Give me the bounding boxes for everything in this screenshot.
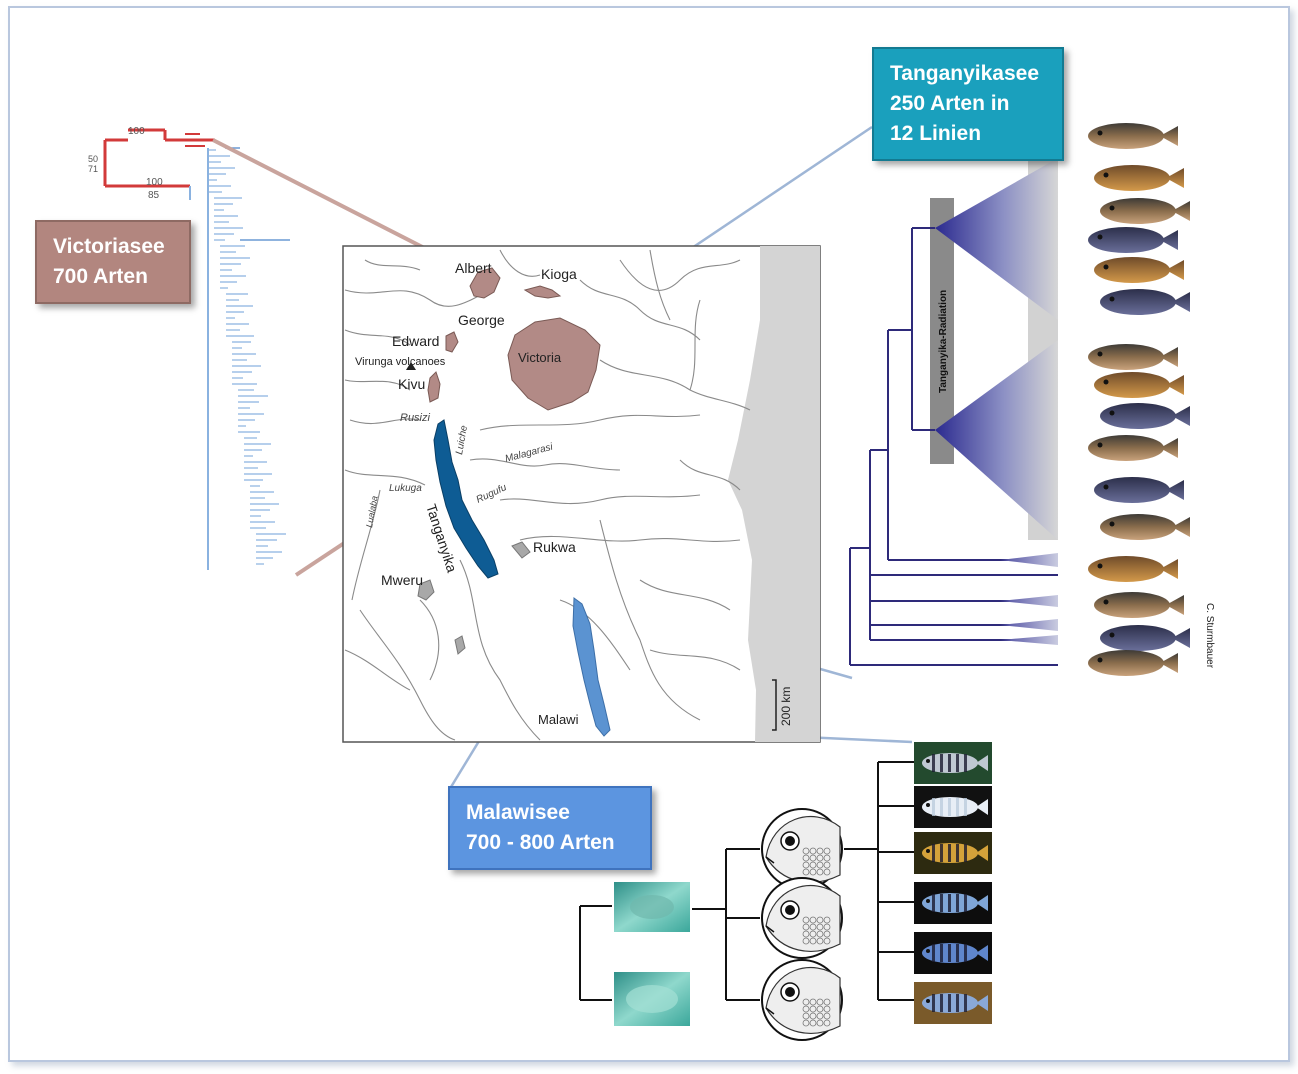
malawi-callout-title: Malawisee [466, 801, 570, 824]
clade-triangle [935, 158, 1058, 320]
fish-photo [914, 786, 992, 828]
lake-victoria [507, 317, 601, 411]
lake-small [454, 635, 466, 655]
label-luiche: Luiche [454, 424, 470, 455]
fish-photo [1100, 514, 1190, 540]
fish-head-drawings [761, 808, 843, 1041]
volcano-icon [406, 362, 416, 370]
fish-photo [1094, 257, 1184, 283]
fish-photo [914, 932, 992, 974]
radiation-label: Tanganyika-Radiation [938, 290, 949, 393]
victoria-callout: Victoriasee 700 Arten [35, 220, 191, 304]
fish-photo [1094, 592, 1184, 618]
fish-photo [1094, 372, 1184, 398]
label-george: George [458, 312, 505, 328]
fish-photo [1088, 123, 1178, 149]
east-africa-map: Albert Kioga George Edward Virunga volca… [342, 245, 821, 743]
victoria-callout-count: 700 Arten [53, 265, 148, 288]
fish-photo [914, 742, 992, 784]
fish-photo [1094, 165, 1184, 191]
malawi-callout: Malawisee 700 - 800 Arten [448, 786, 652, 870]
lake-tanganyika [433, 419, 499, 579]
malawi-callout-count: 700 - 800 Arten [466, 831, 615, 854]
fish-photo [1088, 344, 1178, 370]
fish-head-drawing [761, 877, 843, 959]
label-victoria: Victoria [518, 350, 562, 365]
fish-photo [1100, 198, 1190, 224]
label-rusizi: Rusizi [400, 412, 431, 424]
label-kioga: Kioga [541, 266, 577, 282]
fish-photo [914, 832, 992, 874]
label-mweru: Mweru [381, 572, 423, 588]
support-value: 50 [88, 154, 98, 164]
lake-rukwa [511, 541, 531, 559]
fish-photo [1088, 435, 1178, 461]
fish-photo [1100, 289, 1190, 315]
label-rukwa: Rukwa [533, 539, 576, 555]
victoria-callout-title: Victoriasee [53, 235, 165, 258]
tanganyika-callout-count: 250 Arten in [890, 92, 1010, 115]
fish-photo [1100, 625, 1190, 651]
tanganyika-callout-title: Tanganyikasee [890, 62, 1040, 85]
lake-kioga [523, 285, 562, 299]
lake-edward [445, 331, 459, 353]
indian-ocean [728, 246, 820, 742]
label-kivu: Kivu [398, 376, 425, 392]
label-malawi: Malawi [538, 712, 579, 727]
fish-photo-column [1088, 123, 1190, 676]
label-lukuga: Lukuga [389, 483, 422, 494]
label-virunga: Virunga volcanoes [355, 356, 446, 368]
fish-head-drawing [761, 808, 843, 890]
credit-text: C. Sturmbauer [1204, 603, 1215, 669]
support-value: 100 [146, 177, 163, 188]
fish-head-drawing [761, 959, 843, 1041]
lake-kivu [427, 371, 441, 403]
label-albert: Albert [455, 260, 492, 276]
label-edward: Edward [392, 333, 439, 349]
support-value: 100 [128, 126, 145, 137]
tanganyika-callout-lineages: 12 Linien [890, 122, 982, 145]
malawi-phylogeny [579, 742, 992, 1041]
lake-mweru [417, 579, 435, 601]
rivers [344, 249, 751, 741]
fish-photo [1100, 403, 1190, 429]
support-value: 85 [148, 190, 160, 201]
clade-triangle [935, 340, 1058, 540]
lake-albert [469, 267, 501, 299]
victoria-phylogeny: 100 100 85 50 71 [88, 126, 290, 570]
fish-photo [1088, 227, 1178, 253]
fish-photo [1094, 477, 1184, 503]
tanganyika-phylogeny: Tanganyika-Radiation C. Sturmbauer [849, 123, 1215, 676]
fish-photo [914, 882, 992, 924]
fish-photo [1088, 556, 1178, 582]
tanganyika-callout: Tanganyikasee 250 Arten in 12 Linien [872, 47, 1064, 161]
fish-photo [914, 982, 992, 1024]
scale-bar [772, 679, 777, 731]
malawi-fish-photos [914, 742, 992, 1024]
scale-bar-label: 200 km [779, 687, 793, 726]
support-value: 71 [88, 164, 98, 174]
blue-clade [207, 147, 290, 570]
lake-malawi [572, 597, 611, 737]
fish-photo [1088, 650, 1178, 676]
